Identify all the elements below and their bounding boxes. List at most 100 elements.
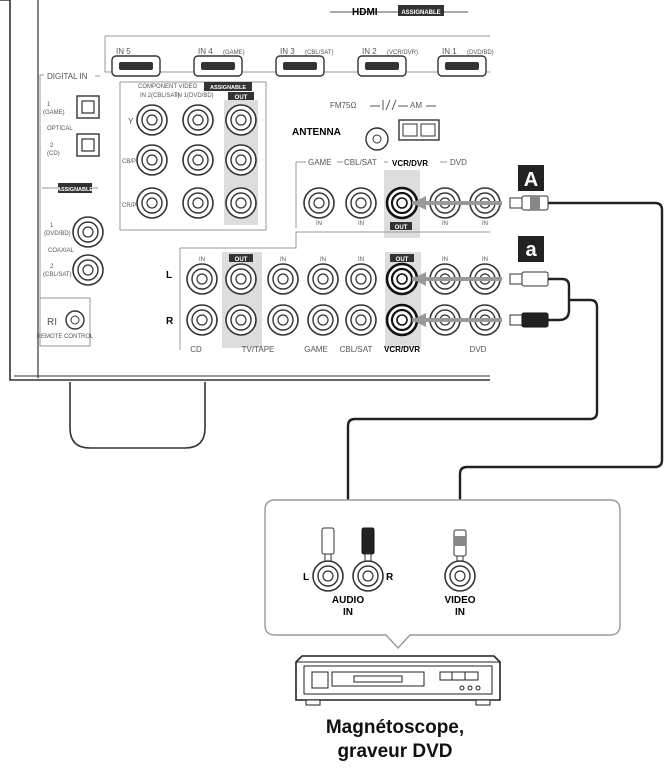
- device-r-label: R: [386, 572, 394, 583]
- marker-a: a: [518, 236, 544, 262]
- component-video-jack[interactable]: [136, 104, 168, 136]
- svg-text:AUDIO: AUDIO: [332, 595, 364, 606]
- hdmi-input-label: IN 1: [442, 47, 457, 56]
- component-video-jack[interactable]: [225, 187, 257, 219]
- vcr-dvr-video-label: VCR/DVR: [392, 159, 428, 168]
- component-video-jack[interactable]: [182, 187, 214, 219]
- optical-in-2-port[interactable]: [76, 133, 100, 157]
- analog-audio-jack[interactable]: [307, 304, 339, 336]
- audio-plug-r: [509, 312, 549, 328]
- audio-source-label: DVD: [470, 345, 487, 354]
- svg-text:(CD): (CD): [47, 151, 60, 157]
- analog-audio-jack[interactable]: [186, 304, 218, 336]
- receiver-foot: [69, 382, 206, 449]
- svg-text:2: 2: [50, 264, 54, 270]
- audio-in-label: IN: [320, 257, 326, 263]
- hdmi-in-port[interactable]: [357, 55, 407, 77]
- svg-text:IN: IN: [455, 607, 465, 618]
- video-plug: [509, 195, 549, 211]
- analog-audio-jack[interactable]: [225, 304, 257, 336]
- svg-text:REMOTE CONTROL: REMOTE CONTROL: [37, 334, 94, 340]
- hdmi-input-label: IN 5: [116, 47, 131, 56]
- svg-text:COAXIAL: COAXIAL: [48, 248, 75, 254]
- svg-text:1: 1: [47, 102, 51, 108]
- optical-in-1-port[interactable]: [76, 95, 100, 119]
- device-audio-in-l-jack[interactable]: [312, 560, 344, 592]
- coaxial-in-2-port[interactable]: [72, 254, 104, 286]
- hdmi-input-label: IN 2: [362, 47, 377, 56]
- device-audio-in-r-jack[interactable]: [352, 560, 384, 592]
- svg-text:GAME: GAME: [308, 158, 332, 167]
- composite-video-jack[interactable]: [345, 187, 377, 219]
- svg-text:CR/PR: CR/PR: [122, 203, 141, 209]
- analog-audio-jack[interactable]: [307, 263, 339, 295]
- svg-text:OPTICAL: OPTICAL: [47, 126, 73, 132]
- component-video-jack[interactable]: [182, 104, 214, 136]
- svg-text:FM75Ω: FM75Ω: [330, 101, 356, 110]
- caption-line-2: graveur DVD: [337, 741, 453, 762]
- component-video-jack[interactable]: [182, 144, 214, 176]
- analog-audio-jack[interactable]: [345, 304, 377, 336]
- audio-in-label: IN: [199, 257, 205, 263]
- svg-text:AM: AM: [410, 101, 422, 110]
- svg-text:CBL/SAT: CBL/SAT: [344, 158, 377, 167]
- svg-text:OUT: OUT: [395, 225, 408, 231]
- hdmi-assignable-badge: ASSIGNABLE: [401, 10, 440, 16]
- component-video-jack[interactable]: [136, 187, 168, 219]
- svg-text:2: 2: [50, 143, 54, 149]
- marker-A: A: [518, 165, 544, 191]
- audio-plug-l: [509, 271, 549, 287]
- composite-video-jack[interactable]: [303, 187, 335, 219]
- hdmi-in-port[interactable]: [437, 55, 487, 77]
- vcr-device-icon: [295, 655, 501, 706]
- hdmi-in-port[interactable]: [193, 55, 243, 77]
- receiver-plugs: [412, 195, 549, 328]
- svg-text:IN: IN: [316, 221, 322, 227]
- audio-in-label: IN: [280, 257, 286, 263]
- hdmi-title: HDMI: [352, 7, 378, 18]
- svg-text:1: 1: [50, 223, 54, 229]
- svg-text:(GAME): (GAME): [43, 110, 65, 116]
- audio-out-label: OUT: [235, 257, 248, 263]
- audio-source-label: CBL/SAT: [340, 345, 373, 354]
- component-video-jack[interactable]: [225, 104, 257, 136]
- svg-text:A: A: [524, 169, 538, 191]
- audio-cable: [346, 298, 599, 512]
- caption-line-1: Magnétoscope,: [325, 717, 465, 738]
- svg-text:a: a: [525, 239, 537, 261]
- antenna-title: ANTENNA: [292, 127, 341, 138]
- device-panel: L R AUDIO IN VIDEO IN: [264, 499, 621, 650]
- hdmi-input-label: IN 3: [280, 47, 295, 56]
- analog-audio-jack[interactable]: [267, 263, 299, 295]
- hdmi-input-sub: (VCR/DVR): [387, 50, 418, 56]
- antenna-section: FM75Ω AM ANTENNA: [292, 99, 440, 151]
- hdmi-input-sub: (GAME): [223, 50, 245, 56]
- svg-text:IN 2(CBL/SAT): IN 2(CBL/SAT): [140, 93, 180, 99]
- digital-in-title: DIGITAL IN: [47, 72, 88, 81]
- device-l-label: L: [303, 572, 309, 583]
- hdmi-in-port[interactable]: [275, 55, 325, 77]
- component-video-jack[interactable]: [225, 144, 257, 176]
- svg-text:IN: IN: [482, 221, 488, 227]
- hdmi-input-label: IN 4: [198, 47, 213, 56]
- svg-text:ASSIGNABLE: ASSIGNABLE: [210, 85, 246, 91]
- svg-text:CB/PB: CB/PB: [122, 159, 140, 165]
- svg-text:IN 1(DVD/BD): IN 1(DVD/BD): [176, 93, 214, 99]
- remote-control-section: RI REMOTE CONTROL: [37, 297, 94, 347]
- svg-text:(CBL/SAT): (CBL/SAT): [43, 272, 72, 278]
- hdmi-in-port[interactable]: [111, 55, 161, 77]
- device-video-in-jack[interactable]: [444, 560, 476, 592]
- analog-audio-jack[interactable]: [186, 263, 218, 295]
- audio-source-label: TV/TAPE: [242, 345, 275, 354]
- svg-text:IN: IN: [343, 607, 353, 618]
- coaxial-in-1-port[interactable]: [72, 216, 104, 248]
- device-caption: Magnétoscope, graveur DVD: [0, 716, 668, 764]
- analog-audio-jack[interactable]: [225, 263, 257, 295]
- device-audio-plug-l: [321, 527, 335, 567]
- analog-audio-jack[interactable]: [267, 304, 299, 336]
- analog-audio-jack[interactable]: [345, 263, 377, 295]
- svg-text:IN: IN: [442, 221, 448, 227]
- component-video-jack[interactable]: [136, 144, 168, 176]
